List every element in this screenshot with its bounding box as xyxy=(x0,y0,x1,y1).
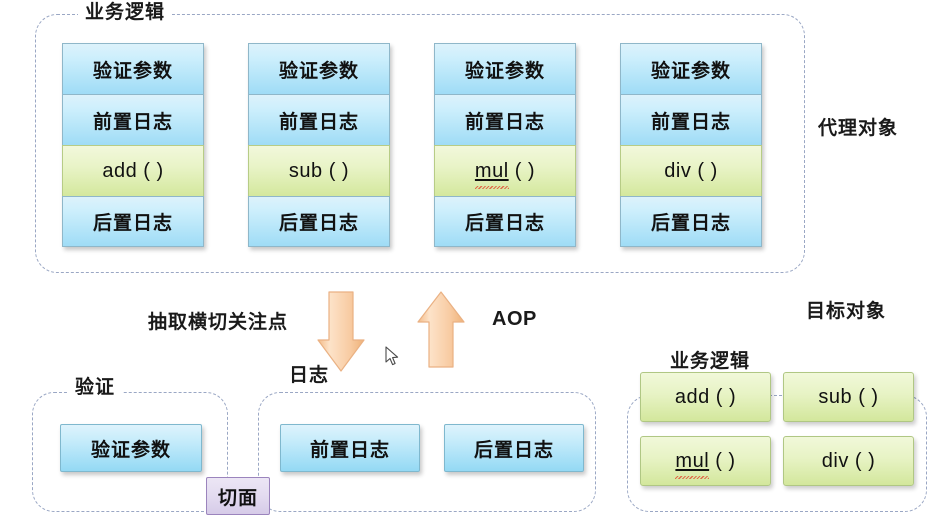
validation-group-label: 验证 xyxy=(68,377,123,399)
validation-group xyxy=(32,392,228,512)
stack-cell: 前置日志 xyxy=(62,94,204,145)
method-stack-add: 验证参数 前置日志 add ( ) 后置日志 xyxy=(62,43,204,247)
misspelled-word: mul xyxy=(675,449,710,479)
proxy-group-label: 业务逻辑 xyxy=(78,2,173,24)
stack-cell: 前置日志 xyxy=(620,94,762,145)
down-arrow xyxy=(316,290,366,374)
log-group-label: 日志 xyxy=(282,365,337,387)
stack-cell: 后置日志 xyxy=(434,196,576,247)
mouse-cursor xyxy=(385,346,401,373)
stack-cell: 前置日志 xyxy=(434,94,576,145)
aop-label: AOP xyxy=(492,308,537,330)
method-stack-mul: 验证参数 前置日志 mul ( ) 后置日志 xyxy=(434,43,576,247)
proxy-object-label: 代理对象 xyxy=(818,118,899,139)
target-method-sub: sub ( ) xyxy=(783,372,914,422)
stack-cell-method: add ( ) xyxy=(62,145,204,196)
stack-cell-method: sub ( ) xyxy=(248,145,390,196)
stack-cell: 验证参数 xyxy=(620,43,762,94)
up-arrow xyxy=(416,290,466,370)
misspelled-word: mul xyxy=(474,159,509,189)
method-stack-sub: 验证参数 前置日志 sub ( ) 后置日志 xyxy=(248,43,390,247)
method-stack-div: 验证参数 前置日志 div ( ) 后置日志 xyxy=(620,43,762,247)
target-object-group xyxy=(627,395,927,512)
stack-cell-method: div ( ) xyxy=(620,145,762,196)
stack-cell: 后置日志 xyxy=(620,196,762,247)
aspect-badge: 切面 xyxy=(206,477,270,515)
stack-cell: 后置日志 xyxy=(62,196,204,247)
target-method-div: div ( ) xyxy=(783,436,914,486)
stack-cell: 后置日志 xyxy=(248,196,390,247)
stack-cell: 验证参数 xyxy=(62,43,204,94)
after-log-box: 后置日志 xyxy=(444,424,584,472)
stack-cell: 验证参数 xyxy=(434,43,576,94)
target-method-add: add ( ) xyxy=(640,372,771,422)
log-group xyxy=(258,392,596,512)
target-object-label: 目标对象 xyxy=(806,301,887,322)
stack-cell-method: mul ( ) xyxy=(434,145,576,196)
stack-cell: 前置日志 xyxy=(248,94,390,145)
target-method-mul: mul ( ) xyxy=(640,436,771,486)
validation-param-box: 验证参数 xyxy=(60,424,202,472)
proxy-object-group xyxy=(35,14,805,273)
stack-cell: 验证参数 xyxy=(248,43,390,94)
target-group-label: 业务逻辑 xyxy=(663,351,758,373)
before-log-box: 前置日志 xyxy=(280,424,420,472)
extract-crosscutting-label: 抽取横切关注点 xyxy=(148,312,289,333)
